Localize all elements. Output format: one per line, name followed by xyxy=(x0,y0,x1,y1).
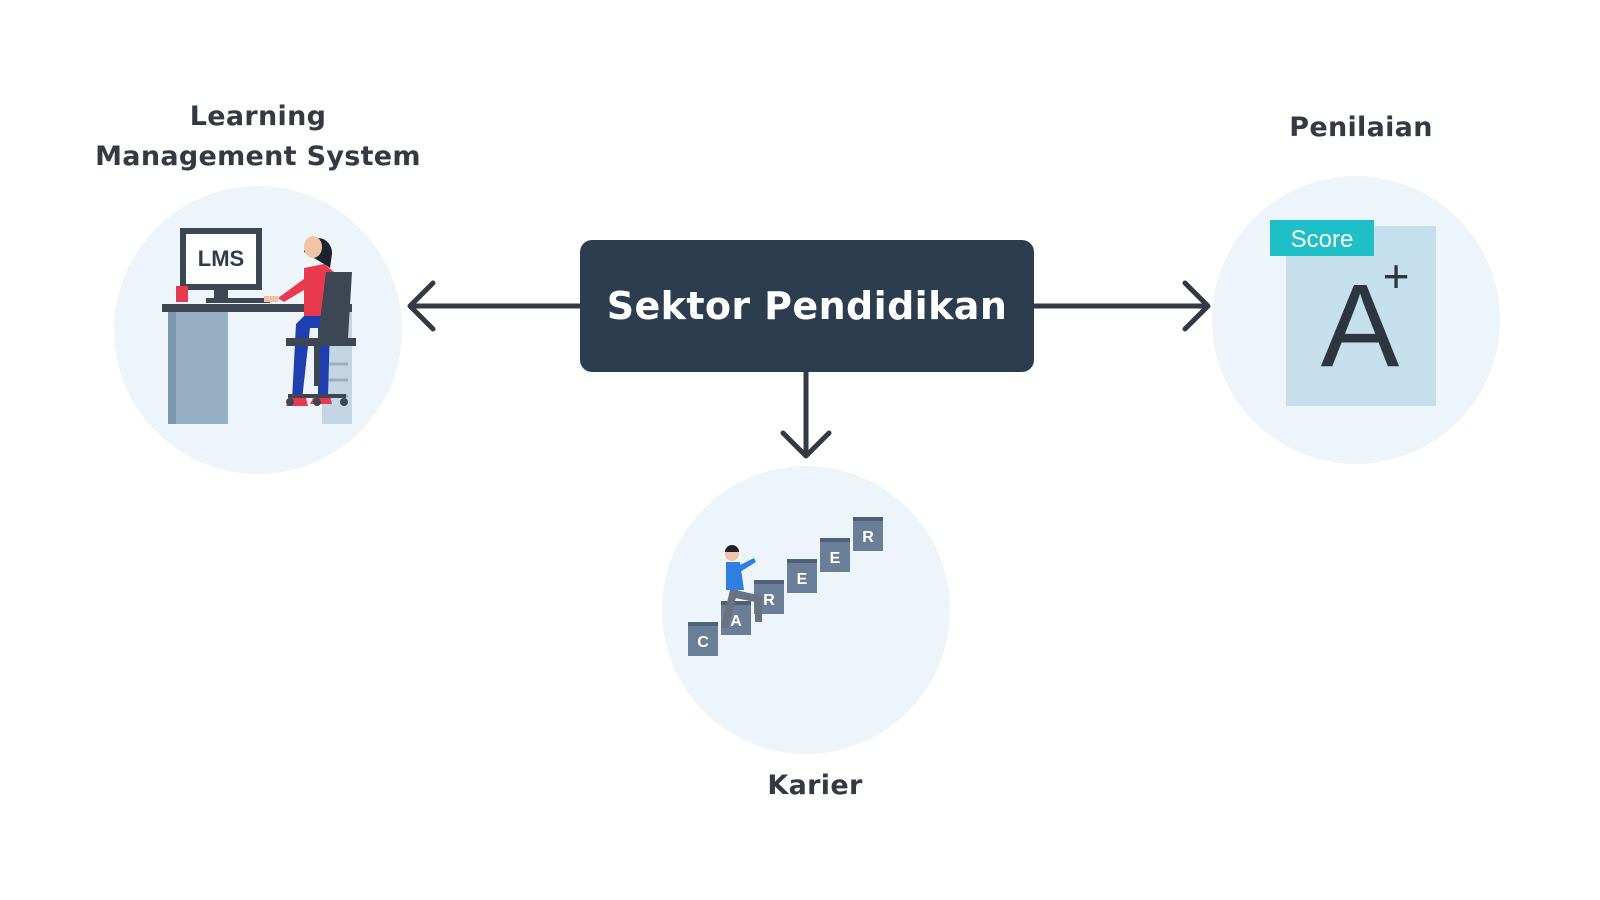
arrow-left-head xyxy=(407,280,436,332)
monitor-stand xyxy=(214,290,228,299)
career-illustration: C A R E E R xyxy=(662,466,950,754)
lms-illustration: LMS xyxy=(114,186,402,474)
career-step-letter: C xyxy=(697,634,709,651)
career-step-letter: A xyxy=(730,613,742,630)
monitor-screen xyxy=(186,234,256,284)
mug xyxy=(176,286,188,302)
career-step-letter: R xyxy=(763,592,775,609)
career-step-letter: E xyxy=(830,550,841,567)
arrow-right-head xyxy=(1182,280,1211,332)
desk-drawer xyxy=(168,312,228,424)
assessment-illustration: Score A + xyxy=(1212,176,1500,464)
career-circle xyxy=(662,466,950,754)
career-step-block: C xyxy=(688,622,718,656)
desk-top xyxy=(162,304,352,312)
person-arm xyxy=(278,276,314,302)
career-step-letter: R xyxy=(862,529,874,546)
center-node: Sektor Pendidikan xyxy=(580,240,1034,372)
score-tag xyxy=(1270,220,1374,256)
career-title: Karier xyxy=(767,770,863,801)
lms-title: Learning Management System xyxy=(78,97,438,177)
person-face xyxy=(304,236,322,258)
climber-arm xyxy=(738,558,756,572)
assessment-title: Penilaian xyxy=(1289,112,1433,143)
career-step-letter: E xyxy=(797,571,808,588)
chair-seat xyxy=(286,338,356,346)
center-node-title: Sektor Pendidikan xyxy=(606,284,1008,328)
desk-side xyxy=(168,312,176,424)
keyboard xyxy=(234,298,270,303)
career-step-block: E xyxy=(820,538,850,572)
person-hand xyxy=(264,296,278,302)
person-legs xyxy=(292,316,332,400)
career-step-block: E xyxy=(787,559,817,593)
climber-leg-front xyxy=(721,590,738,628)
climber-hair xyxy=(725,545,739,552)
lms-title-line1: Learning xyxy=(189,101,327,132)
score-grade: A xyxy=(1321,260,1400,392)
arrow-down-head xyxy=(780,430,832,459)
score-tag-text: Score xyxy=(1291,226,1354,253)
climber-leg-back xyxy=(735,590,762,622)
monitor-screen-text: LMS xyxy=(198,246,244,271)
score-grade-plus: + xyxy=(1383,250,1410,302)
career-step-block: R xyxy=(853,517,883,551)
lms-title-line2: Management System xyxy=(95,141,421,172)
chair-back xyxy=(318,272,352,338)
chair-base xyxy=(288,394,346,398)
monitor-base xyxy=(206,298,236,303)
chair-pole xyxy=(314,346,320,386)
